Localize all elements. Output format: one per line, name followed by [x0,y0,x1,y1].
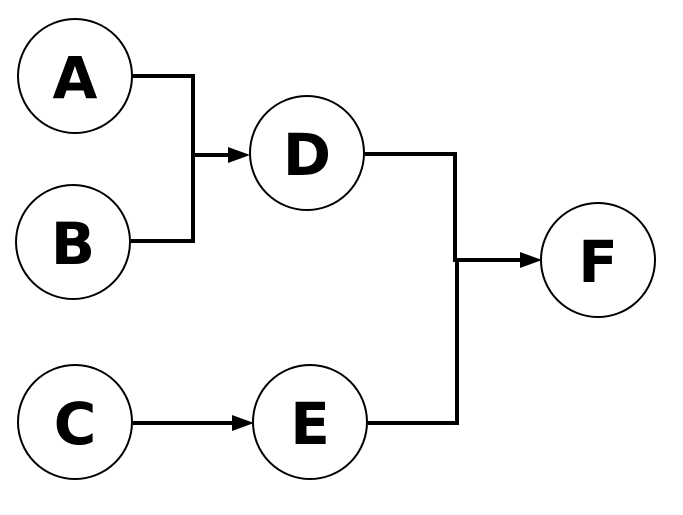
node-f-label: F [578,228,618,296]
node-a-label: A [53,44,98,112]
node-b[interactable]: B [15,184,131,300]
node-c[interactable]: C [17,364,133,480]
arrowhead-into-d-icon [228,147,250,163]
edge-a-to-d[interactable] [133,74,244,157]
node-f-circle[interactable] [540,202,656,318]
arrowheads-layer [228,147,542,431]
node-e[interactable]: E [252,364,368,480]
node-b-label: B [51,210,95,278]
node-b-circle[interactable] [15,184,131,300]
node-a[interactable]: A [17,18,133,134]
node-e-label: E [290,390,330,458]
edges-layer [131,74,536,425]
arrowhead-into-f-icon [520,252,542,268]
node-f[interactable]: F [540,202,656,318]
edge-e-to-f[interactable] [368,260,459,425]
node-d-label: D [283,121,331,189]
edge-d-to-f[interactable] [365,152,536,262]
node-c-label: C [54,390,97,458]
node-c-circle[interactable] [17,364,133,480]
edge-b-to-d[interactable] [131,155,195,243]
node-d-circle[interactable] [249,95,365,211]
arrowhead-into-e-icon [232,415,254,431]
node-d[interactable]: D [249,95,365,211]
node-a-circle[interactable] [17,18,133,134]
node-e-circle[interactable] [252,364,368,480]
